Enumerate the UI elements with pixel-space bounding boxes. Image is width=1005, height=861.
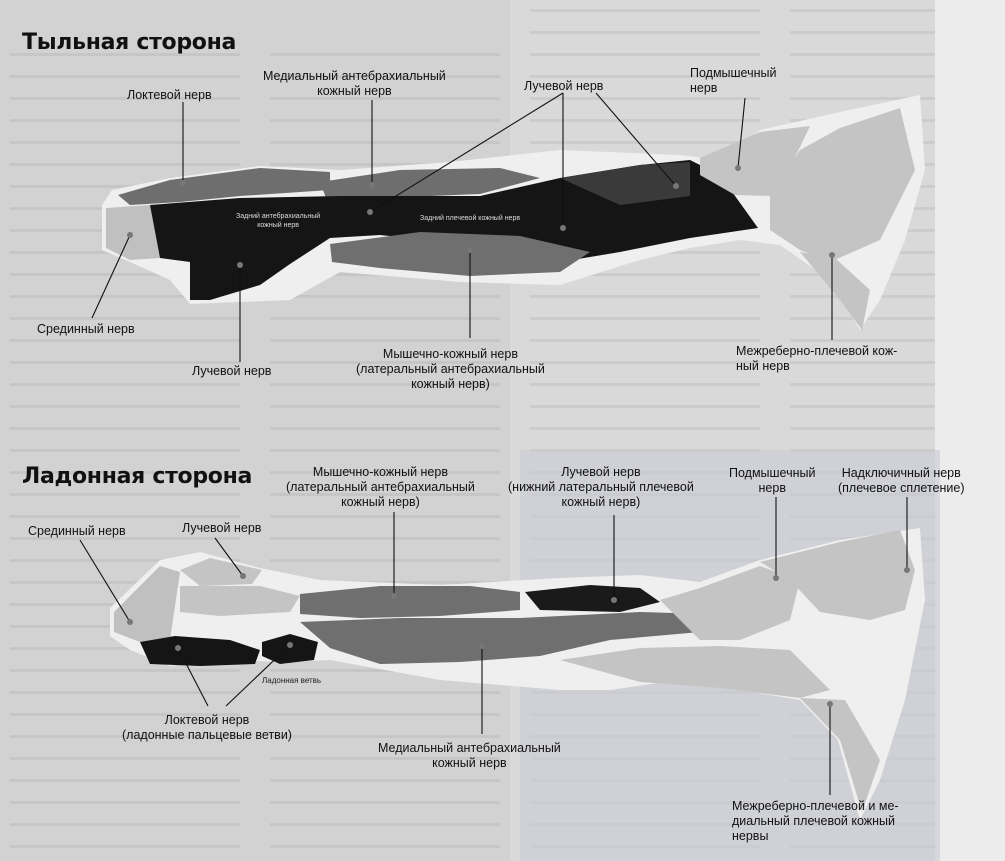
palmar-radial-lower-lateral-label: Лучевой нерв (нижний латеральный плечево… [508,465,694,510]
dorsal-medial-cutaneous-label: Медиальный антебрахиальный кожный нерв [263,69,446,99]
dorsal-radial-top-label: Лучевой нерв [524,79,603,94]
palmar-title: Ладонная сторона [22,464,252,489]
palmar-radial-label: Лучевой нерв [182,521,261,536]
dorsal-musculocutaneous-label: Мышечно-кожный нерв (латеральный антебра… [356,347,545,392]
dorsal-ulnar-label: Локтевой нерв [127,88,212,103]
dorsal-radial-bottom-label: Лучевой нерв [192,364,271,379]
palmar-intercostobrachial-label: Межреберно-плечевой и ме- диальный плече… [732,799,899,844]
dorsal-axillary-label: Подмышечный нерв [690,66,776,96]
palmar-medial-cutaneous-label: Медиальный антебрахиальный кожный нерв [378,741,561,771]
palmar-musculocutaneous-label: Мышечно-кожный нерв (латеральный антебра… [286,465,475,510]
palmar-median-label: Срединный нерв [28,524,126,539]
dorsal-intercostobrachial-label: Межреберно-плечевой кож- ный нерв [736,344,897,374]
page-gutter [935,0,1005,861]
dorsal-median-label: Срединный нерв [37,322,135,337]
palmar-supraclavicular-label: Надключичный нерв (плечевое сплетение) [838,466,965,496]
palmar-palmar-branch-label: Ладонная ветвь [262,676,321,685]
palmar-ulnar-label: Локтевой нерв (ладонные пальцевые ветви) [122,713,292,743]
dorsal-posterior-brachial-label: Задний плечевой кожный нерв [420,214,520,223]
dorsal-title: Тыльная сторона [22,30,236,55]
dorsal-posterior-antebrachial-label: Задний антебрахиальный кожный нерв [236,212,320,230]
palmar-axillary-label: Подмышечный нерв [729,466,815,496]
